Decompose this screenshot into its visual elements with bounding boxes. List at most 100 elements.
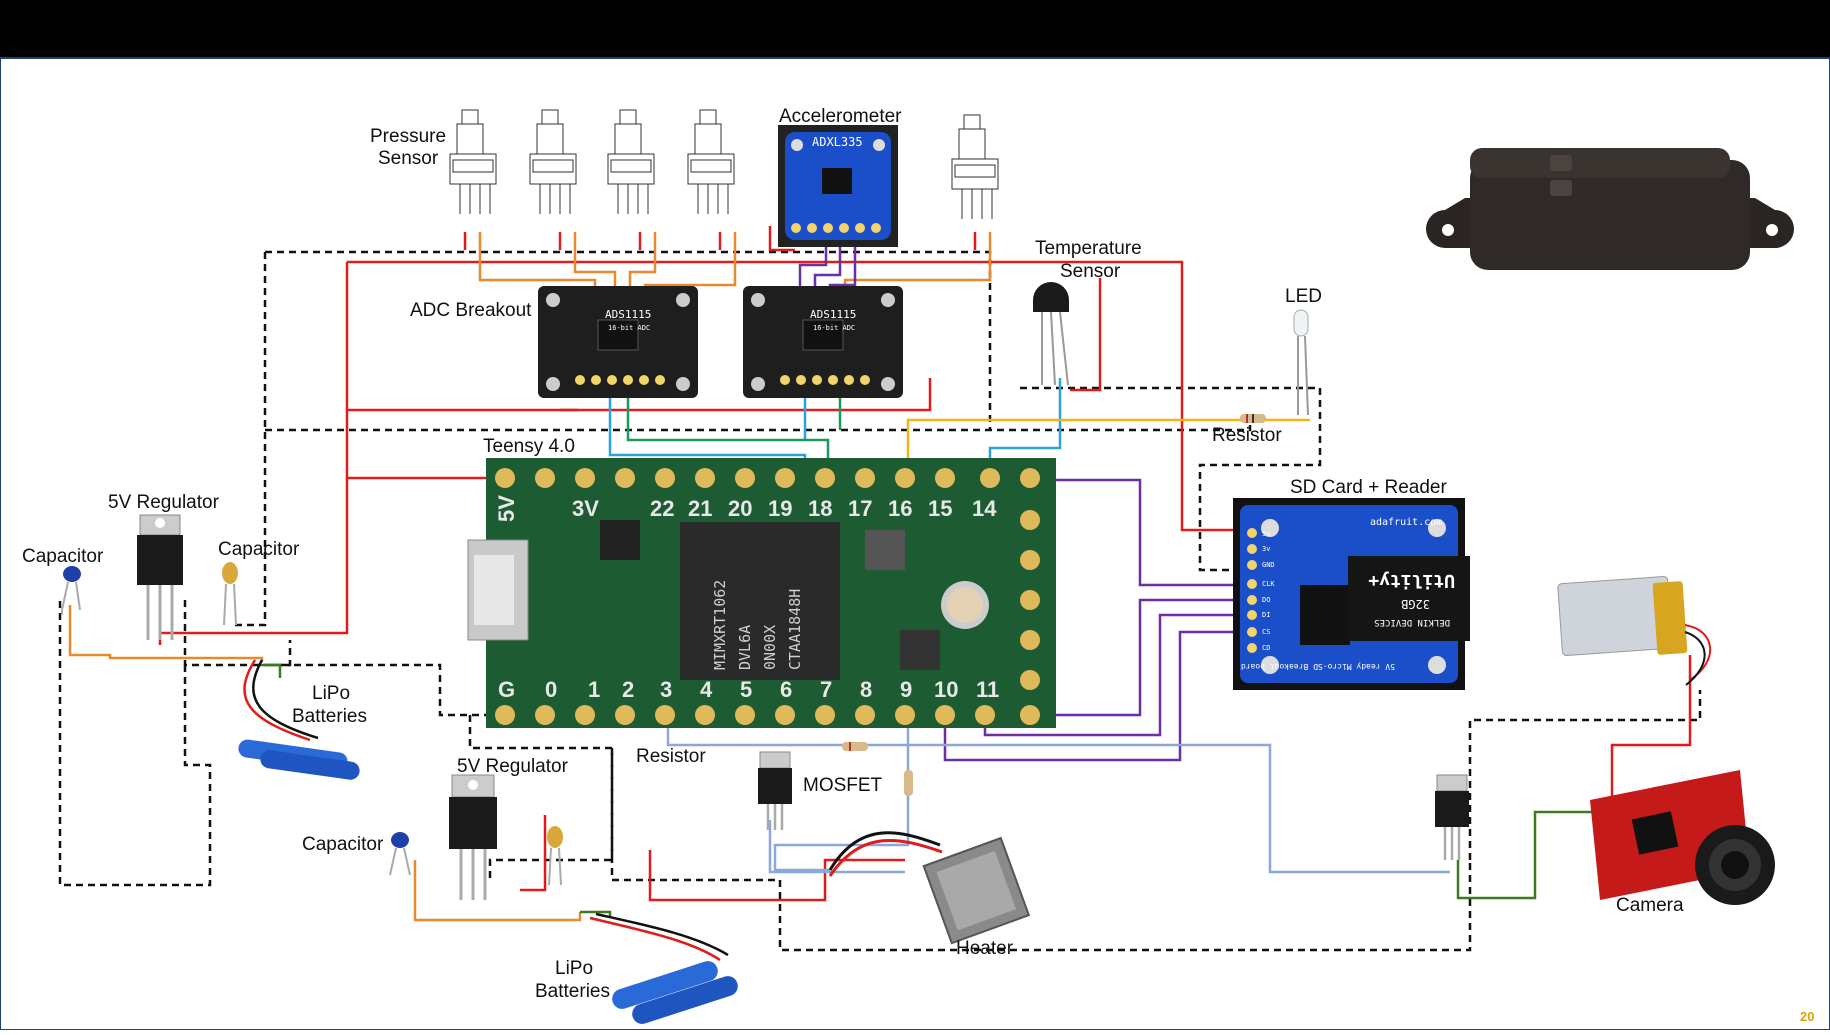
resistor-bottom-label: Resistor (636, 746, 706, 767)
lipo-batteries-1 (238, 659, 360, 780)
sd-pin: DO (1262, 596, 1270, 604)
mosfet-wires (666, 715, 1450, 874)
sd-pads (1247, 528, 1257, 653)
sd-card-reader: adafruit.com DELKIN DEVICES 32GB Utility… (1233, 498, 1470, 690)
pin-label: 20 (728, 496, 752, 521)
pressure-sensor-4 (687, 109, 735, 214)
sd-brand: adafruit.com (1370, 517, 1442, 528)
pin-label: 1 (588, 677, 600, 702)
teensy-bottom-pads (495, 705, 1040, 725)
temperature-sensor (1033, 282, 1069, 386)
lipo-1-label-line1: LiPo (312, 683, 350, 704)
adc-breakout-1: ADS1115 16-bit ADC (538, 286, 698, 398)
pin-label: 11 (976, 677, 999, 702)
pin-label: 5V (494, 495, 519, 522)
pin-label: 0 (545, 677, 557, 702)
pin-label: 8 (860, 677, 872, 702)
capacitor-1a (61, 566, 81, 615)
sd-pin: 5v (1262, 530, 1270, 538)
sd-pin: CS (1262, 628, 1270, 636)
sd-pin: DI (1262, 611, 1270, 619)
card-size: 32GB (1401, 597, 1430, 611)
regulator-1-label: 5V Regulator (108, 492, 220, 513)
pin-label: 10 (934, 677, 958, 702)
heater-label: Heater (956, 938, 1014, 959)
card-brand: Utility+ (1368, 570, 1455, 591)
pin-label: 18 (808, 496, 832, 521)
camera-label: Camera (1616, 895, 1684, 916)
sd-card-label: SD Card + Reader (1290, 477, 1447, 498)
lipo-batteries-2 (589, 912, 738, 1024)
adxl-label: ADXL335 (812, 135, 863, 149)
chip-line: DVL6A (736, 625, 754, 670)
adc-breakout-2: ADS1115 16-bit ADC (743, 286, 903, 398)
pin-label: 16 (888, 496, 912, 521)
teensy-chip-text: MIMXRT1062 DVL6A 0N00X CTAA1848H (711, 580, 804, 670)
resistor-led (1240, 414, 1266, 423)
pressure-sensor-5 (951, 114, 999, 219)
chip-line: 0N00X (761, 625, 779, 670)
sd-pin: GND (1262, 561, 1275, 569)
adc-breakout-label: ADC Breakout (410, 300, 532, 321)
capacitor-2a (389, 832, 411, 876)
pin-label: 17 (848, 496, 872, 521)
pressure-sensors (449, 109, 999, 219)
teensy-board: 5V 3V 22 21 20 19 18 17 16 15 14 G 0 1 2… (467, 458, 1056, 728)
mosfet-label: MOSFET (803, 775, 883, 796)
chip-line: CTAA1848H (786, 589, 804, 670)
pin-label: 14 (972, 496, 997, 521)
lipo-pouch-battery (1557, 576, 1711, 686)
temperature-sensor-label-line1: Temperature (1035, 238, 1142, 259)
capacitor-1b-label: Capacitor (218, 539, 300, 560)
slide-number: 20 (1800, 1009, 1814, 1024)
card-maker: DELKIN DEVICES (1374, 617, 1450, 627)
chip-line: MIMXRT1062 (711, 580, 729, 670)
mosfet-2 (1435, 774, 1469, 860)
lipo-2-label-line1: LiPo (555, 958, 593, 979)
heater (828, 831, 1031, 945)
pin-label: 3 (660, 677, 672, 702)
sd-pin: CD (1262, 644, 1270, 652)
regulator-2-label: 5V Regulator (457, 756, 569, 777)
pressure-sensor-label-line1: Pressure (370, 126, 446, 147)
title-bar (0, 0, 1830, 58)
resistor-top-label: Resistor (1212, 425, 1282, 446)
lipo-1-label-line2: Batteries (292, 706, 367, 727)
pressure-sensor-3 (607, 109, 655, 214)
ads-label-2: ADS1115 (810, 308, 856, 321)
pressure-sensor-label-line2: Sensor (378, 148, 439, 169)
led-label: LED (1285, 286, 1322, 307)
capacitor-1a-label: Capacitor (22, 546, 104, 567)
pin-label: 15 (928, 496, 952, 521)
pin-label: 19 (768, 496, 792, 521)
lipo-2-label-line2: Batteries (535, 981, 610, 1002)
temperature-sensor-label-line2: Sensor (1060, 261, 1121, 282)
teensy-top-pin-labels: 5V 3V 22 21 20 19 18 17 16 15 14 (494, 495, 997, 522)
teensy-label: Teensy 4.0 (483, 436, 575, 457)
ads-sub-2: 16-bit ADC (813, 324, 855, 332)
capacitor-2b (547, 826, 563, 886)
pin-label: G (498, 677, 515, 702)
teensy-side-pads (1020, 510, 1040, 690)
pin-label: 7 (820, 677, 832, 702)
pin-label: 4 (700, 677, 713, 702)
pressure-sensor-1 (449, 109, 497, 214)
led (1293, 309, 1309, 416)
capacitor-1b (222, 562, 238, 626)
regulator-2 (449, 774, 497, 900)
capacitor-2-label: Capacitor (302, 834, 384, 855)
sd-pin: CLK (1262, 580, 1275, 588)
mosfet-1 (758, 751, 792, 830)
pin-label: 6 (780, 677, 792, 702)
teensy-bottom-pin-labels: G 0 1 2 3 4 5 6 7 8 9 10 11 (498, 677, 999, 702)
pin-label: 22 (650, 496, 674, 521)
pressure-sensor-2 (529, 109, 577, 214)
pin-label: 9 (900, 677, 912, 702)
teensy-top-pads (495, 468, 1040, 488)
accelerometer-board: ADXL335 (778, 125, 898, 247)
pin-label: 3V (572, 496, 599, 521)
accelerometer-label: Accelerometer (779, 106, 902, 127)
pin-label: 21 (688, 496, 712, 521)
ads-sub-1: 16-bit ADC (608, 324, 650, 332)
